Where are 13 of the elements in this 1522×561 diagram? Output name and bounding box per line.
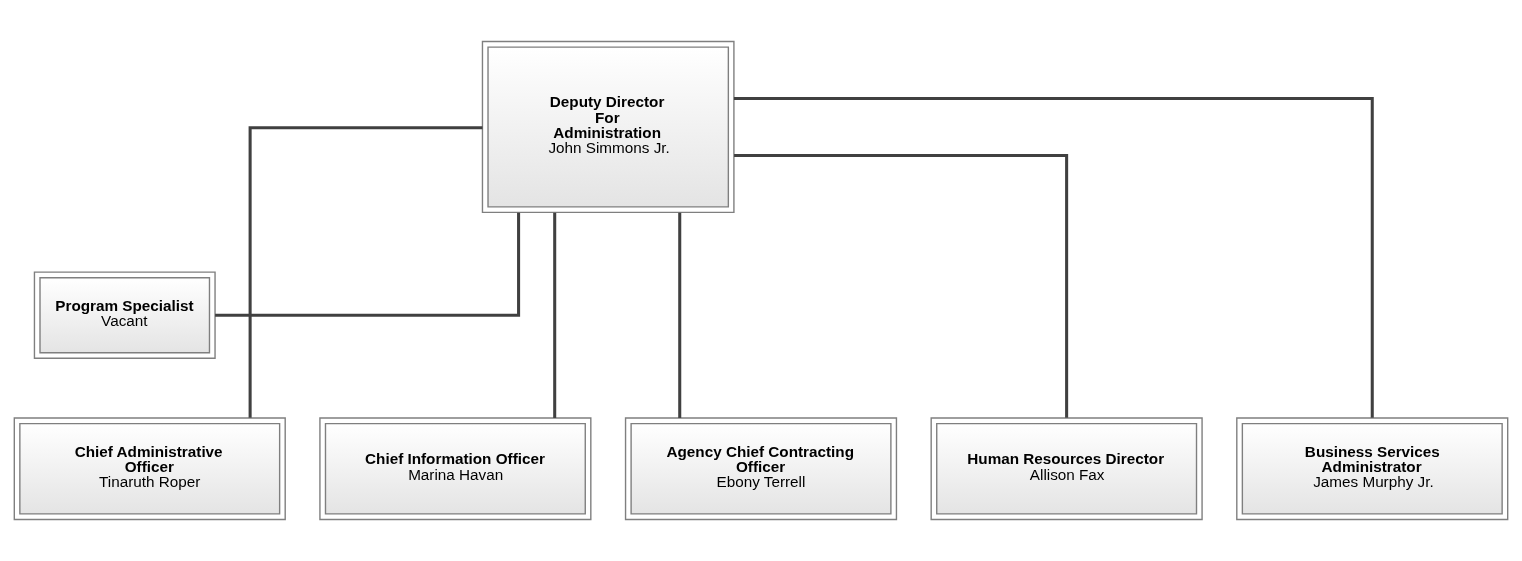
node-box: Chief Information Officer Marina Havan xyxy=(319,417,592,521)
connector xyxy=(678,212,682,418)
node-box: Human Resources Director Allison Fax xyxy=(930,417,1203,521)
node-box: Chief Administrative Officer Tinaruth Roper xyxy=(13,417,286,521)
node-box: Business Services Administrator James Murphy Jr. xyxy=(1236,417,1509,521)
connector xyxy=(734,153,1069,418)
connector xyxy=(733,97,1374,418)
connector xyxy=(553,212,557,418)
connector xyxy=(215,212,521,317)
connector xyxy=(248,126,483,418)
node-box: Agency Chief Contracting Officer Ebony Terrell xyxy=(624,417,898,521)
node-box: Deputy Director For Administration John Simmons Jr. xyxy=(481,40,735,214)
node-box: Program Specialist Vacant xyxy=(33,271,216,359)
